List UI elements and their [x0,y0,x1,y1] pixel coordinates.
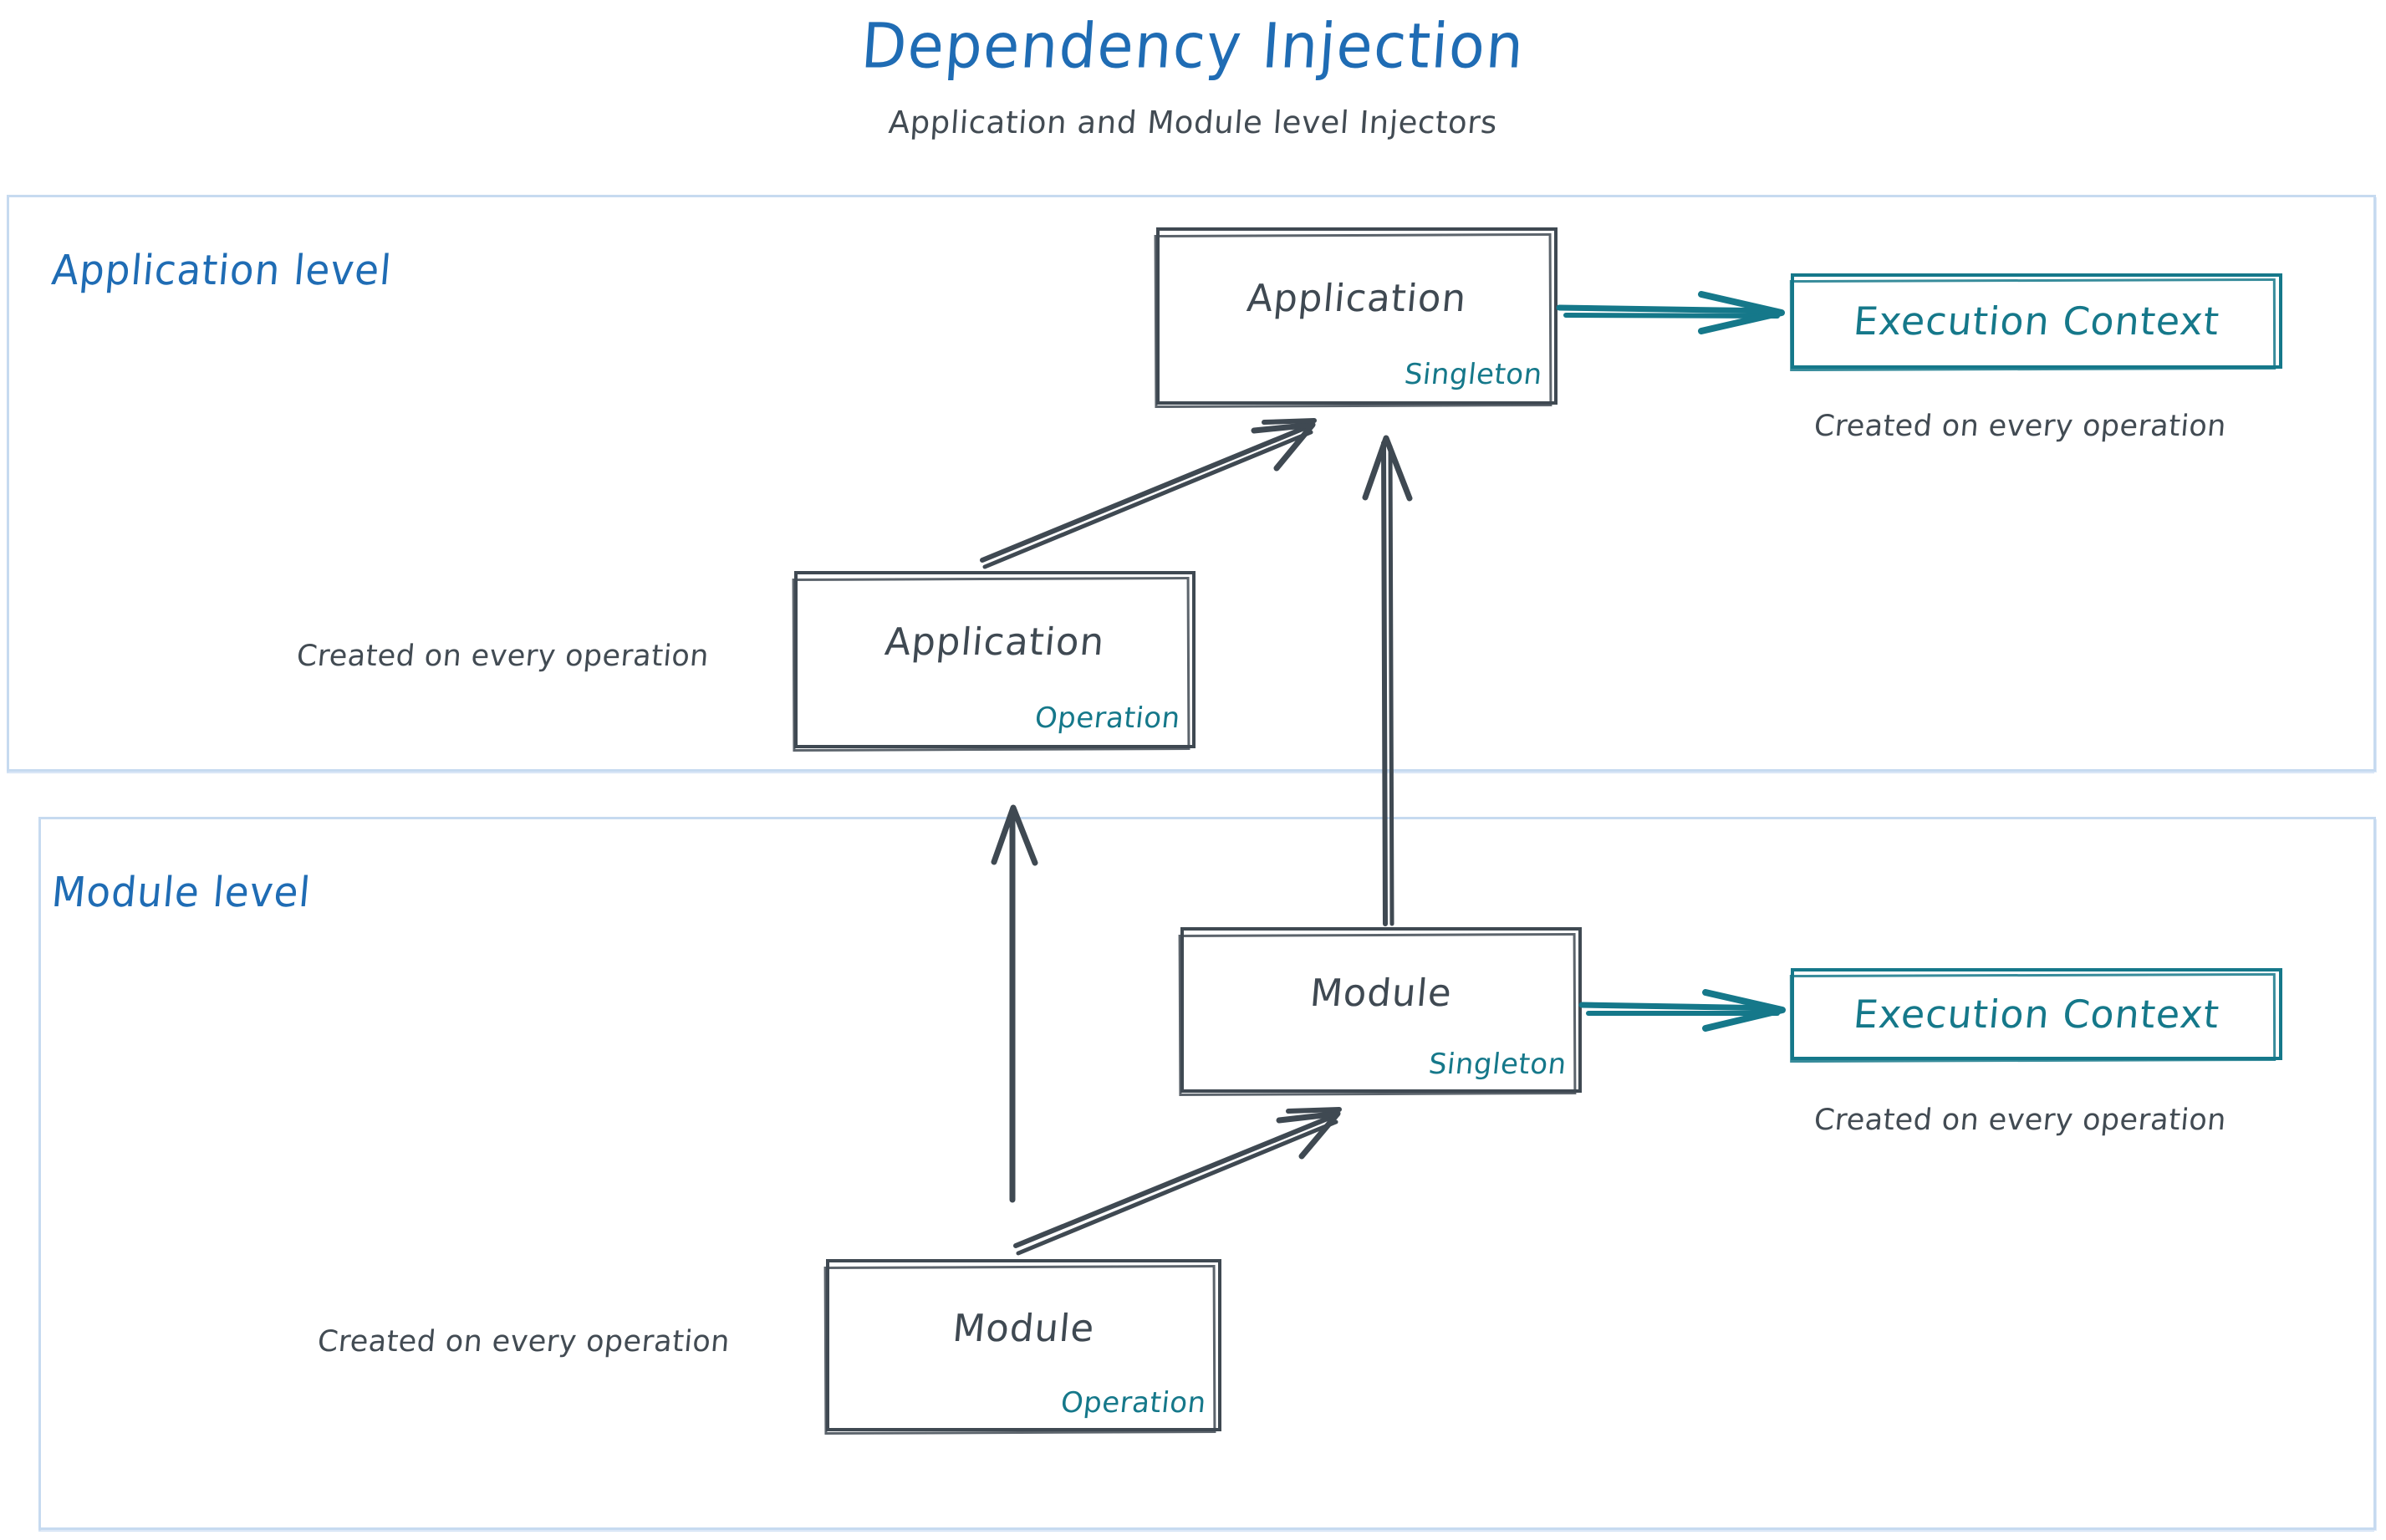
node-title: Execution Context [1851,992,2222,1037]
node-application-singleton[interactable]: Application Singleton [1156,227,1558,405]
node-title: Module [1308,971,1455,1015]
node-title: Application [883,620,1107,664]
node-application-operation[interactable]: Application Operation [794,571,1196,748]
node-scope-badge: Singleton [1427,1048,1569,1081]
page-subtitle: Application and Module level Injectors [887,105,1499,140]
node-scope-badge: Operation [1059,1386,1209,1420]
node-title: Module [951,1306,1097,1350]
node-scope-badge: Singleton [1403,358,1545,391]
node-title: Execution Context [1851,298,2222,344]
node-module-operation[interactable]: Module Operation [826,1259,1221,1431]
node-scope-badge: Operation [1033,701,1183,735]
node-module-singleton[interactable]: Module Singleton [1180,927,1582,1093]
caption-module-execution-context: Created on every operation [1812,1104,2228,1137]
page-title: Dependency Injection [859,9,1527,83]
caption-application-execution-context: Created on every operation [1812,410,2228,443]
caption-module-operation: Created on every operation [316,1325,732,1359]
node-title: Application [1245,276,1469,320]
node-module-execution-context[interactable]: Execution Context [1791,968,2282,1060]
caption-application-operation: Created on every operation [295,640,711,673]
application-level-label: Application level [49,246,394,295]
module-level-container [38,817,2376,1530]
application-level-container [7,195,2376,772]
module-level-label: Module level [49,868,314,917]
node-application-execution-context[interactable]: Execution Context [1791,273,2282,369]
